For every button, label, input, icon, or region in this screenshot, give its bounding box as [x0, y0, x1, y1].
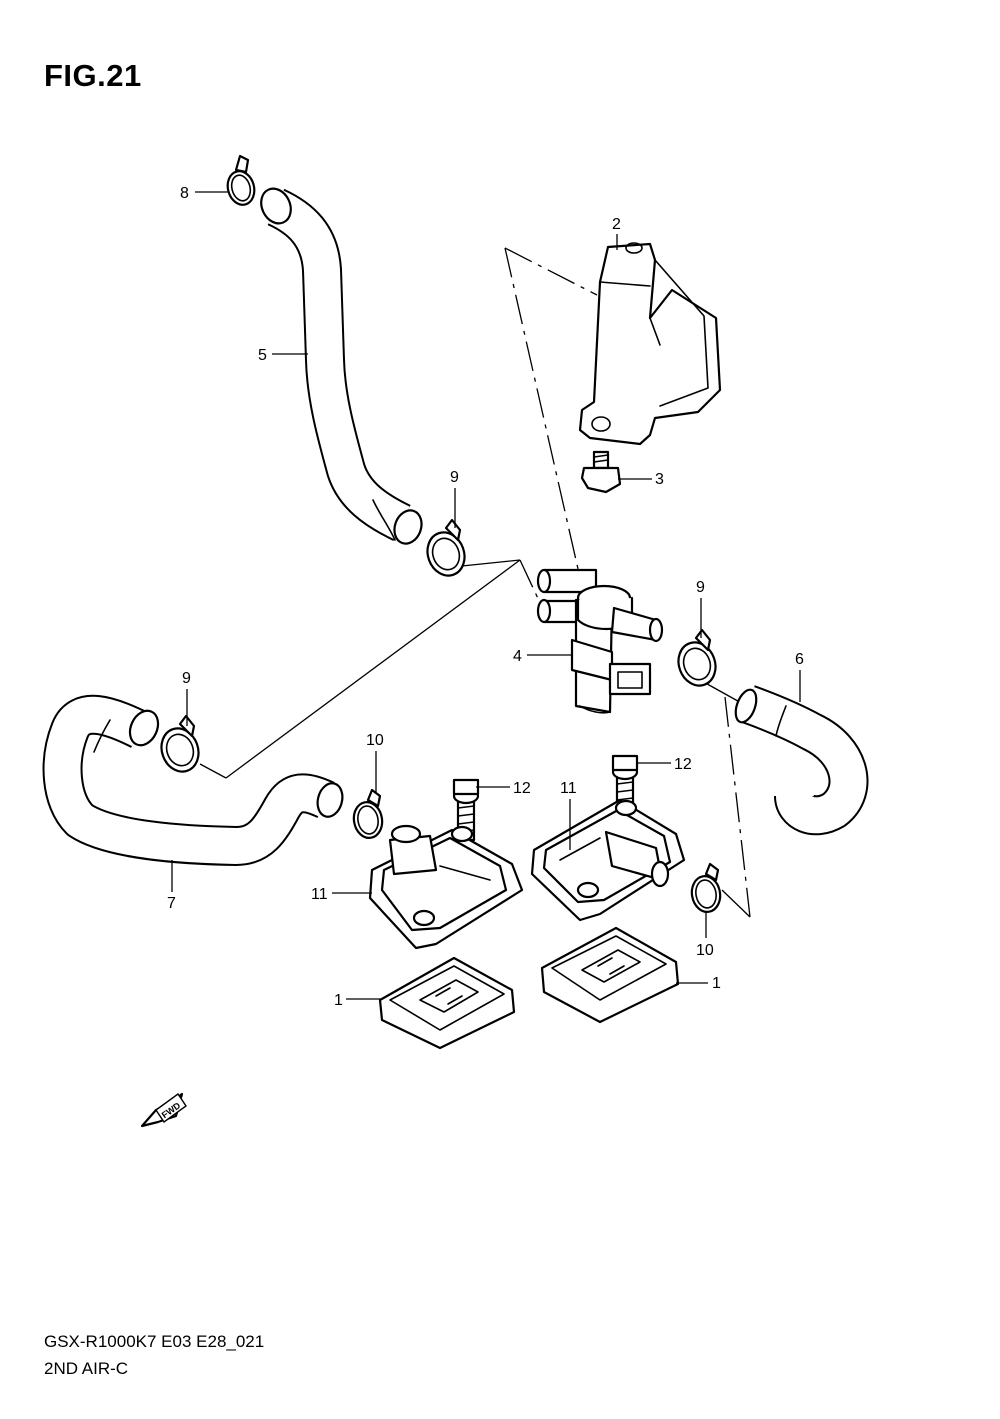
- callout-9a: 9: [450, 469, 459, 486]
- callout-10b: 10: [696, 942, 714, 959]
- callouts: 2 8 5 9 3 9 6 4 9 10 12 12 11 11 7 10 1: [167, 185, 804, 1009]
- clamp-9-left: [160, 714, 200, 773]
- fwd-arrow-icon: FWD: [140, 1092, 187, 1128]
- reed-valve-1-left: [378, 956, 516, 1050]
- callout-4: 4: [513, 648, 522, 665]
- callout-2: 2: [612, 216, 621, 233]
- callout-5: 5: [258, 347, 267, 364]
- cover-11-right: [530, 798, 686, 922]
- bolt-3: [580, 450, 622, 494]
- figure-title: FIG.21: [44, 58, 142, 93]
- callout-6: 6: [795, 651, 804, 668]
- hose-7: [42, 694, 344, 866]
- clamp-8: [226, 154, 256, 206]
- hose-6: [734, 685, 869, 836]
- clamp-10-left: [352, 788, 384, 839]
- callout-9c: 9: [182, 670, 191, 687]
- callout-12b: 12: [674, 756, 692, 773]
- callout-12a: 12: [513, 780, 531, 797]
- model-code: GSX-R1000K7 E03 E28_021: [44, 1332, 265, 1351]
- callout-1b: 1: [712, 975, 721, 992]
- bracket-2: [578, 242, 722, 446]
- clamp-9-right: [677, 628, 717, 687]
- reed-valve-1-right: [540, 926, 680, 1024]
- callout-7: 7: [167, 895, 176, 912]
- hose-5: [260, 187, 423, 545]
- section-name: 2ND AIR-C: [44, 1359, 129, 1378]
- callout-1a: 1: [334, 992, 343, 1009]
- callout-8: 8: [180, 185, 189, 202]
- callout-11b: 11: [560, 780, 577, 797]
- callout-9b: 9: [696, 579, 705, 596]
- callout-11a: 11: [311, 886, 328, 903]
- callout-10a: 10: [366, 732, 384, 749]
- callout-3: 3: [655, 471, 664, 488]
- cover-11-left: [368, 824, 524, 950]
- valve-4: [536, 568, 664, 714]
- clamp-9-upper: [426, 518, 466, 577]
- clamp-10-right: [690, 862, 722, 913]
